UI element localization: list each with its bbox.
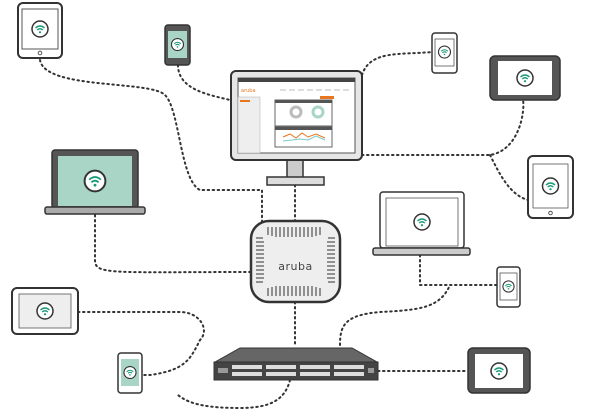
- dashboard-logo: aruba: [241, 88, 256, 94]
- tablet-device: [527, 155, 574, 219]
- laptop-device: [372, 191, 471, 256]
- wifi-icon: [83, 169, 107, 193]
- wifi-icon: [490, 362, 508, 380]
- phone-device: [117, 352, 143, 394]
- laptop-device: [44, 149, 146, 215]
- wifi-icon: [502, 280, 515, 293]
- access-point-device: aruba: [249, 219, 342, 304]
- phone-device: [496, 266, 521, 308]
- tablet-device: [17, 2, 63, 59]
- wifi-icon: [170, 37, 185, 52]
- wifi-icon: [123, 365, 137, 380]
- wifi-icon: [541, 177, 560, 195]
- monitor-device: aruba: [230, 70, 363, 186]
- wifi-icon: [516, 69, 534, 87]
- tablet-device: [11, 287, 79, 335]
- wifi-icon: [36, 302, 54, 320]
- wifi-icon: [413, 213, 431, 231]
- phone-device: [164, 24, 191, 66]
- aruba-logo: aruba: [278, 260, 312, 273]
- network-switch-device: [213, 347, 379, 381]
- wifi-icon: [31, 20, 49, 38]
- tablet-device: [489, 55, 561, 101]
- wifi-icon: [437, 45, 452, 59]
- tablet-device: [467, 347, 531, 394]
- phone-device: [431, 32, 458, 74]
- connection-lines: [39, 51, 529, 410]
